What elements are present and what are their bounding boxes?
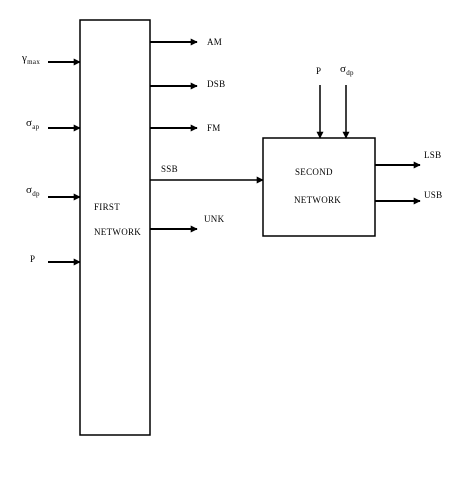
first-network-label-line1: FIRST bbox=[94, 202, 121, 212]
input-label-gamma-max: γmax bbox=[22, 52, 41, 66]
second-network-label-line2: NETWORK bbox=[294, 195, 342, 205]
sigma-dp-symbol: σ bbox=[26, 184, 33, 196]
output-label-lsb: LSB bbox=[424, 150, 442, 160]
gamma-symbol: γ bbox=[22, 52, 28, 64]
second-network-box bbox=[262, 137, 376, 237]
input-label-p: P bbox=[30, 254, 36, 264]
sigma-dp-subscript: dp bbox=[32, 190, 40, 198]
output-label-dsb: DSB bbox=[207, 79, 226, 89]
output-label-fm: FM bbox=[207, 123, 221, 133]
sigma-ap-symbol: σ bbox=[26, 117, 33, 129]
output-label-usb: USB bbox=[424, 190, 443, 200]
first-network-box bbox=[79, 19, 151, 436]
input-label-sigma-dp: σdp bbox=[26, 184, 40, 198]
output-label-unk: UNK bbox=[204, 214, 225, 224]
first-network-label-line2: NETWORK bbox=[94, 227, 142, 237]
second-input-label-p: P bbox=[316, 66, 322, 76]
output-label-am: AM bbox=[207, 37, 223, 47]
sigma-ap-subscript: ap bbox=[32, 123, 40, 131]
second-network-label-line1: SECOND bbox=[295, 167, 333, 177]
second-sigma-dp-symbol: σ bbox=[340, 63, 347, 75]
input-label-sigma-ap: σap bbox=[26, 117, 40, 131]
gamma-subscript: max bbox=[27, 58, 41, 66]
second-input-label-sigma-dp: σdp bbox=[340, 63, 354, 77]
second-sigma-dp-subscript: dp bbox=[346, 69, 354, 77]
output-label-ssb: SSB bbox=[161, 164, 178, 174]
